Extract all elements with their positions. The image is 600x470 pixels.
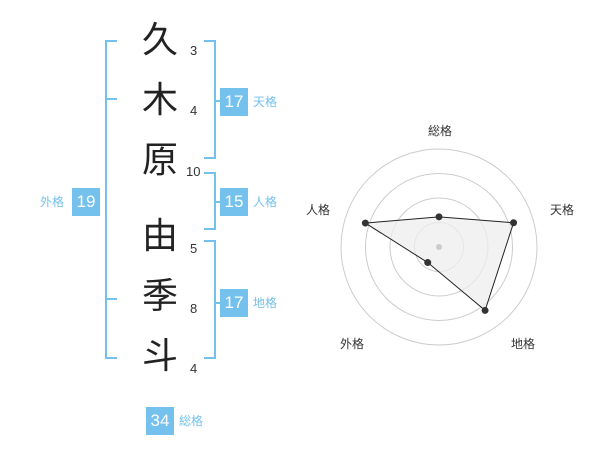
radar-point-1: [435, 213, 443, 221]
gaikaku-bracket: [105, 40, 107, 359]
radar-area: [363, 216, 515, 312]
gaikaku-bracket-tick: [105, 98, 117, 100]
gaikaku-bracket-tick: [105, 298, 117, 300]
gaikaku-bracket-tick: [105, 357, 117, 359]
name-char-5: 季: [141, 276, 178, 317]
jinkaku-bracket-connector: [214, 201, 222, 203]
jinkaku-label: 人格: [253, 195, 278, 209]
name-char-4: 由: [141, 216, 178, 257]
stroke-count-2: 4: [190, 103, 198, 118]
gaikaku-value-badge: 19: [72, 188, 100, 216]
stroke-count-6: 4: [190, 361, 198, 376]
gaikaku-label: 外格: [40, 195, 65, 209]
radar-label-chikaku: 地格: [511, 337, 536, 351]
chikaku-label: 地格: [253, 296, 278, 310]
name-char-1: 久: [141, 20, 178, 61]
chikaku-bracket-tick: [204, 240, 216, 242]
chikaku-bracket-connector: [214, 302, 222, 304]
name-char-2: 木: [141, 80, 178, 121]
name-char-6: 斗: [141, 336, 178, 377]
stroke-count-3: 10: [186, 164, 201, 179]
stroke-count-5: 8: [190, 301, 198, 316]
jinkaku-value-badge: 15: [220, 188, 248, 216]
tenkaku-bracket-tick: [204, 157, 216, 159]
radar-point-2: [510, 219, 518, 227]
tenkaku-value-badge: 17: [220, 88, 248, 116]
radar-point-4: [424, 259, 432, 267]
tenkaku-bracket-connector: [214, 100, 222, 102]
radar-label-soukaku: 総格: [428, 124, 453, 138]
tenkaku-bracket: [214, 40, 216, 159]
radar-center-dot: [436, 244, 442, 250]
radar-grid-ring: [340, 148, 538, 346]
chikaku-bracket-tick: [204, 357, 216, 359]
name-char-3: 原: [141, 140, 178, 181]
gaikaku-bracket-tick: [105, 40, 117, 42]
soukaku-label: 総格: [179, 414, 204, 428]
tenkaku-label: 天格: [253, 95, 278, 109]
radar-label-jinkaku: 人格: [306, 203, 331, 217]
soukaku-value-badge: 34: [146, 407, 174, 435]
jinkaku-bracket-tick: [204, 172, 216, 174]
radar-label-gaikaku: 外格: [340, 337, 365, 351]
tenkaku-bracket-tick: [204, 40, 216, 42]
radar-grid-ring: [365, 173, 513, 321]
stroke-count-4: 5: [190, 241, 198, 256]
radar-point-3: [481, 306, 489, 314]
stroke-count-1: 3: [190, 43, 198, 58]
radar-label-tenkaku: 天格: [550, 203, 575, 217]
chikaku-bracket: [214, 240, 216, 359]
radar-point-5: [361, 219, 369, 227]
chikaku-value-badge: 17: [220, 289, 248, 317]
jinkaku-bracket-tick: [204, 228, 216, 230]
